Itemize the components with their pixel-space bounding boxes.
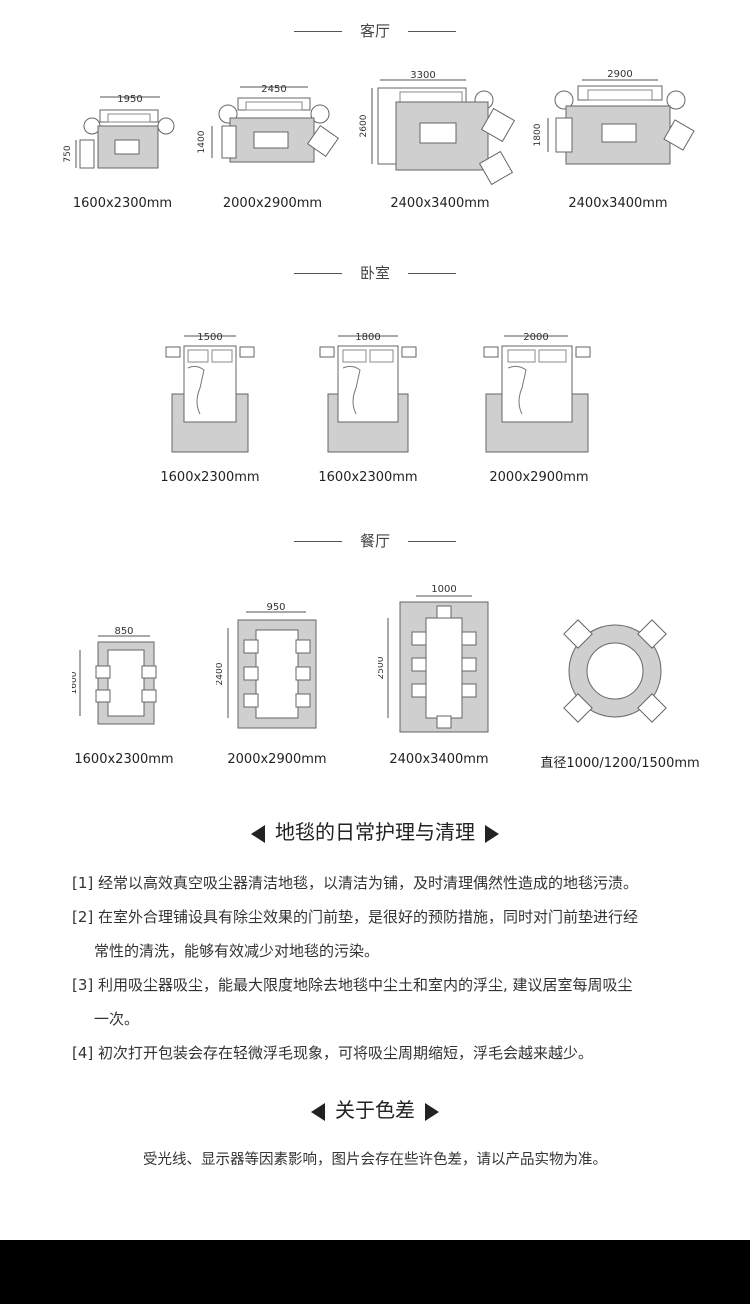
living-size-3: 2400x3400mm [390,196,490,211]
color-note: 受光线、显示器等因素影响，图片会存在些许色差，请以产品实物为准。 [143,1152,607,1168]
triangle-right-icon [485,824,499,843]
bedroom-size-2: 1600x2300mm [318,470,418,485]
svg-text:1400: 1400 [197,130,207,153]
svg-text:1800: 1800 [355,332,380,343]
svg-text:750: 750 [63,145,73,162]
bedroom-diagram-1: 1500 [165,332,255,453]
triangle-left-icon [251,824,265,843]
svg-text:2900: 2900 [607,69,632,80]
care-tip-4: [4] 初次打开包装会存在轻微浮毛现象，可将吸尘周期缩短，浮毛会越来越少。 [72,1044,594,1062]
care-tip-3: [3] 利用吸尘器吸尘，能最大限度地除去地毯中尘土和室内的浮尘, 建议居室每周吸… [72,976,633,1028]
dining-diagram-1: 850 1600 [72,626,157,725]
living-diagram-1: 1950 750 [63,94,175,169]
care-tip-2: [2] 在室外合理铺设具有除尘效果的门前垫，是很好的预防措施，同时对门前垫进行经… [72,908,639,960]
living-diagram-4: 2900 1800 [533,69,695,165]
living-size-2: 2000x2900mm [222,196,323,211]
dining-size-1: 1600x2300mm [74,752,174,767]
svg-text:1950: 1950 [117,94,142,105]
bedroom-diagram-3: 2000 [483,332,591,453]
svg-text:1500: 1500 [197,332,222,343]
bedroom-diagram-2: 1800 [319,332,417,453]
svg-text:2450: 2450 [261,84,286,95]
svg-text:1600: 1600 [72,671,79,694]
section-title-dining: 餐厅 [0,530,750,551]
bedroom-size-1: 1600x2300mm [160,470,260,485]
living-size-4: 2400x3400mm [568,196,668,211]
dining-size-2: 2000x2900mm [227,752,327,767]
title-line-right [408,541,456,542]
care-heading: 地毯的日常护理与清理 [0,816,750,845]
dining-size-4: 直径1000/1200/1500mm [540,756,700,771]
title-line-left [293,31,342,32]
dining-size-3: 2400x3400mm [389,752,489,767]
living-diagram-3: 3300 2600 [359,70,516,186]
svg-text:1800: 1800 [533,123,543,146]
svg-text:2600: 2600 [359,114,369,137]
title-line-right [408,31,456,32]
svg-text:2400: 2400 [216,662,225,685]
color-heading: 关于色差 [0,1094,750,1123]
svg-text:1000: 1000 [431,584,456,595]
svg-text:2000: 2000 [523,332,548,343]
svg-text:850: 850 [114,626,133,637]
care-tip-1: [1] 经常以高效真空吸尘器清洁地毯，以清洁为铺，及时清理偶然性造成的地毯污渍。 [72,874,639,892]
section-title-living: 客厅 [0,20,750,41]
svg-text:950: 950 [266,602,285,613]
title-line-right [408,273,456,274]
triangle-right-icon [425,1102,439,1121]
dining-diagram-3: 1000 2500 [378,584,489,733]
bedroom-size-3: 2000x2900mm [489,470,589,485]
title-line-left [293,541,342,542]
footer-bar [0,1240,750,1304]
living-diagram-2: 2450 1400 [197,84,340,163]
dining-diagram-2: 950 2400 [216,602,317,729]
triangle-left-icon [311,1102,325,1121]
svg-text:3300: 3300 [410,70,435,81]
title-line-left [293,273,342,274]
dining-diagram-4 [563,619,667,723]
living-size-1: 1600x2300mm [72,196,173,211]
svg-text:2500: 2500 [378,656,386,679]
section-title-bedroom: 卧室 [0,262,750,283]
